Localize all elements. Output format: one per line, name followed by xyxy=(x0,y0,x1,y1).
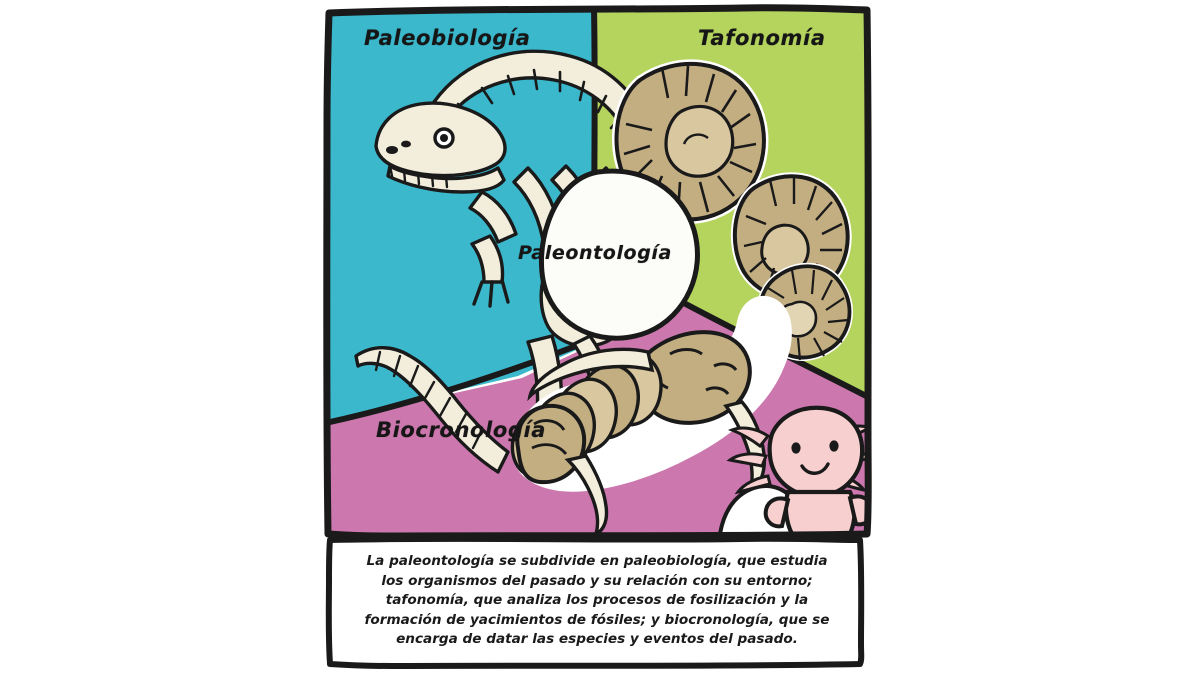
axolotl-mascot xyxy=(717,405,868,534)
center-circle xyxy=(539,168,700,341)
infographic-artwork xyxy=(323,4,872,669)
trilobite-fossil-illustration xyxy=(510,295,792,534)
panel-group xyxy=(328,10,868,534)
panel-divider-left-diagonal xyxy=(328,335,599,425)
panel-paleobiologia xyxy=(328,10,594,420)
caption-text: La paleontología se subdivide en paleobi… xyxy=(364,553,830,648)
panel-frame xyxy=(323,4,872,540)
paleontology-infographic: Paleobiología Tafonomía Biocronología Pa… xyxy=(322,4,874,670)
caption-box: La paleontología se subdivide en paleobi… xyxy=(328,538,866,664)
caption-frame xyxy=(325,535,865,669)
